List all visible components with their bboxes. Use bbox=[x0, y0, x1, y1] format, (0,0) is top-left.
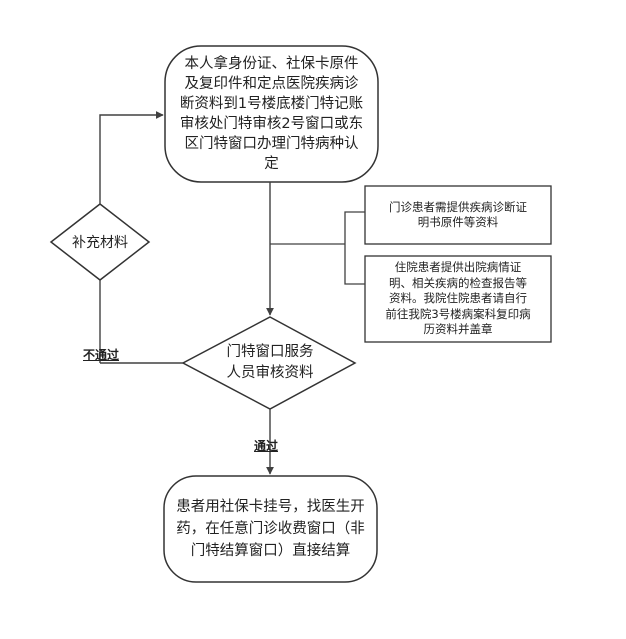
end-line-2: 药，在任意门诊收费窗口（非 bbox=[176, 521, 365, 537]
outpatient-line-1: 门诊患者需提供疾病诊断证 bbox=[389, 199, 527, 214]
start-line-1: 本人拿身份证、社保卡原件 bbox=[184, 56, 359, 72]
inpatient-note-text: 住院患者提供出院病情证 明、相关疾病的检查报告等 资料。我院住院患者请自行 前往… bbox=[367, 258, 549, 340]
outpatient-note-shape bbox=[364, 185, 552, 245]
outpatient-line-2: 明书原件等资料 bbox=[417, 215, 499, 229]
review-line-1: 门特窗口服务 bbox=[226, 344, 314, 360]
inpatient-line-4: 前往我院3号楼病案科复印病 bbox=[385, 306, 531, 321]
inpatient-line-3: 资料。我院住院患者请自行 bbox=[389, 291, 527, 306]
end-line-3: 门特结算窗口）直接结算 bbox=[190, 543, 351, 559]
start-node-text: 本人拿身份证、社保卡原件 及复印件和定点医院疾病诊 断资料到1号楼底楼门特记账 … bbox=[168, 54, 375, 174]
outpatient-note-text: 门诊患者需提供疾病诊断证 明书原件等资料 bbox=[367, 188, 549, 242]
inpatient-note-shape bbox=[364, 255, 552, 343]
start-line-6: 定 bbox=[264, 156, 279, 172]
review-line-2: 人员审核资料 bbox=[226, 365, 314, 381]
inpatient-line-1: 住院患者提供出院病情证 bbox=[394, 260, 522, 275]
fail-label: 不通过 bbox=[83, 348, 120, 362]
supplement-to-start-arrow bbox=[99, 111, 164, 204]
end-node-shape bbox=[163, 475, 378, 583]
supplement-line-1: 补充材料 bbox=[72, 235, 128, 251]
start-line-5: 区门特窗口办理门特病种认 bbox=[184, 136, 359, 152]
inpatient-line-5: 历资料并盖章 bbox=[423, 322, 493, 337]
end-line-1: 患者用社保卡挂号，找医生开 bbox=[176, 499, 365, 515]
end-node-text: 患者用社保卡挂号，找医生开 药，在任意门诊收费窗口（非 门特结算窗口）直接结算 bbox=[167, 492, 374, 566]
review-decision-text: 门特窗口服务 人员审核资料 bbox=[205, 336, 335, 390]
inpatient-line-2: 明、相关疾病的检查报告等 bbox=[389, 275, 527, 290]
pass-label: 通过 bbox=[254, 439, 279, 453]
start-line-4: 审核处门特审核2号窗口或东 bbox=[179, 116, 364, 132]
start-line-2: 及复印件和定点医院疾病诊 bbox=[184, 76, 359, 92]
notes-bracket-line bbox=[344, 211, 365, 285]
start-node-shape bbox=[164, 45, 379, 183]
start-line-3: 断资料到1号楼底楼门特记账 bbox=[179, 96, 364, 112]
supplement-decision-text: 补充材料 bbox=[60, 230, 140, 254]
